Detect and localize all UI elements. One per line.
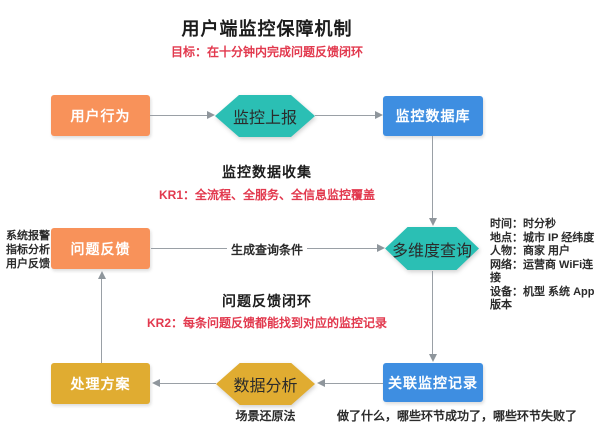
query-dimension-item: 地点：城市 IP 经纬度 bbox=[490, 231, 595, 244]
arrowhead-right-icon bbox=[377, 244, 385, 252]
section-loop-heading: 问题反馈闭环 bbox=[222, 293, 312, 309]
query-dimension-list: 时间：时分秒 地点：城市 IP 经纬度 人物：商家 用户 网络：运营商 WiFi… bbox=[490, 218, 600, 313]
records-note: 做了什么，哪些环节成功了，哪些环节失败了 bbox=[337, 409, 578, 423]
connector-report-db bbox=[315, 115, 376, 116]
section-collect-kr: KR1：全流程、全服务、全信息监控覆盖 bbox=[158, 188, 375, 202]
node-monitor-database-label: 监控数据库 bbox=[395, 108, 471, 124]
node-data-analysis: 数据分析 bbox=[216, 363, 315, 405]
query-dimension-item: 时间：时分秒 bbox=[490, 218, 556, 230]
arrowhead-up-icon bbox=[98, 271, 106, 279]
section-loop-kr: KR2：每条问题反馈都能找到对应的监控记录 bbox=[146, 316, 387, 330]
query-dimension-item: 人物：商家 用户 bbox=[490, 245, 571, 257]
node-monitor-report-label: 监控上报 bbox=[232, 110, 297, 127]
query-dimension-item: 网络：运营商 WiFi连接 bbox=[490, 258, 594, 285]
scene-restore-note: 场景还原法 bbox=[235, 409, 296, 423]
node-issue-feedback: 问题反馈 bbox=[51, 228, 150, 269]
connector-db-query bbox=[432, 136, 433, 219]
section-collect-heading: 监控数据收集 bbox=[222, 164, 312, 180]
node-issue-feedback-label: 问题反馈 bbox=[70, 240, 131, 257]
node-data-analysis-label: 数据分析 bbox=[233, 378, 298, 395]
arrowhead-left-icon bbox=[317, 379, 325, 387]
page-goal: 目标：在十分钟内完成问题反馈闭环 bbox=[170, 45, 363, 59]
node-user-behavior: 用户行为 bbox=[51, 95, 150, 136]
query-dimension-item: 设备：机型 系统 App版本 bbox=[490, 285, 595, 312]
node-monitor-report: 监控上报 bbox=[215, 95, 315, 137]
connector-plan-feedback bbox=[101, 279, 102, 363]
connector-analysis-plan bbox=[160, 383, 216, 384]
feedback-source-list: 系统报警 指标分析 用户反馈 bbox=[6, 229, 50, 271]
node-handle-plan-label: 处理方案 bbox=[70, 375, 131, 392]
arrowhead-right-icon bbox=[207, 111, 215, 119]
page-title: 用户端监控保障机制 bbox=[181, 19, 353, 39]
connector-records-analysis bbox=[325, 383, 383, 384]
connector-behavior-report bbox=[150, 115, 208, 116]
arrowhead-down-icon bbox=[429, 218, 437, 226]
arrowhead-down-icon bbox=[429, 354, 437, 362]
node-multi-dimension-query: 多维度查询 bbox=[385, 227, 479, 270]
feedback-source-item: 指标分析 bbox=[6, 244, 50, 256]
node-user-behavior-label: 用户行为 bbox=[70, 107, 131, 124]
connector-query-records bbox=[432, 271, 433, 354]
arrowhead-left-icon bbox=[152, 379, 160, 387]
feedback-source-item: 用户反馈 bbox=[6, 258, 50, 270]
node-monitor-database: 监控数据库 bbox=[383, 96, 483, 136]
query-conditions-label: 生成查询条件 bbox=[227, 240, 307, 259]
node-related-monitor-records: 关联监控记录 bbox=[383, 363, 483, 402]
node-multi-dimension-query-label: 多维度查询 bbox=[391, 242, 472, 260]
node-related-monitor-records-label: 关联监控记录 bbox=[388, 374, 478, 391]
arrowhead-right-icon bbox=[375, 111, 383, 119]
node-handle-plan: 处理方案 bbox=[51, 363, 150, 404]
feedback-source-item: 系统报警 bbox=[6, 230, 50, 242]
